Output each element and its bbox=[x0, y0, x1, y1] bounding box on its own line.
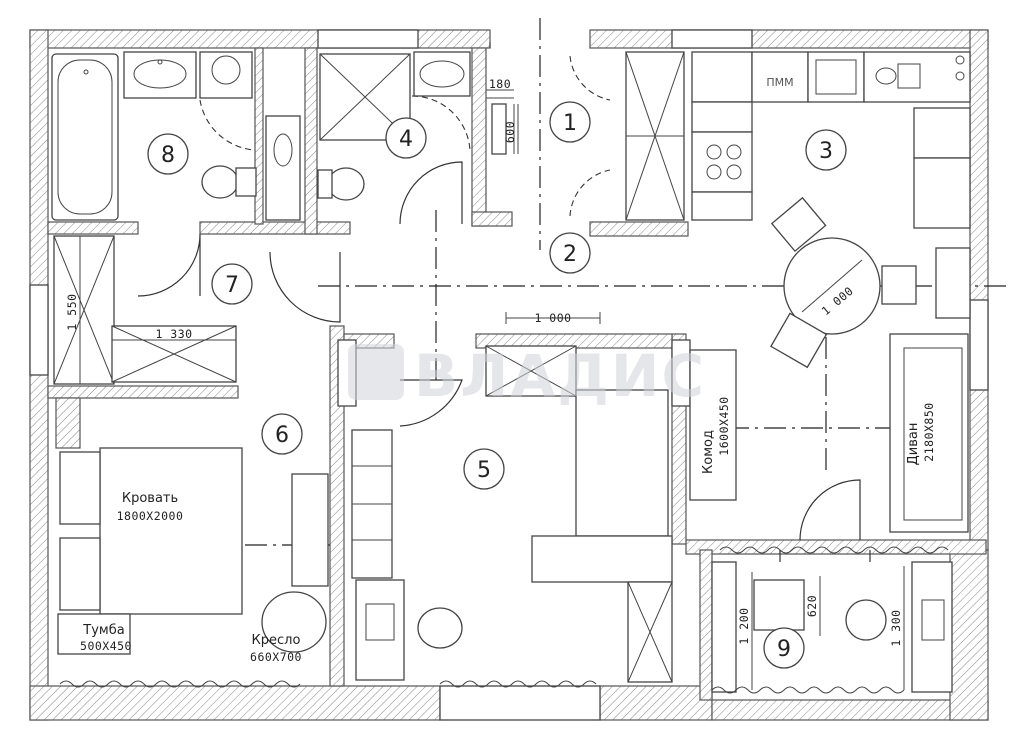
furniture-labels: Кровать 1800X2000 Тумба 500X450 Кресло 6… bbox=[80, 76, 936, 664]
room-number-5: 5 bbox=[477, 458, 491, 483]
walls bbox=[29, 29, 989, 721]
dim-1330: 1 330 bbox=[155, 327, 192, 341]
dim-180: 180 bbox=[489, 77, 511, 91]
sofa-size-label: 2180X850 bbox=[922, 402, 936, 461]
dim-1300: 1 300 bbox=[889, 609, 903, 646]
room-number-2: 2 bbox=[563, 242, 577, 267]
living-room bbox=[351, 333, 969, 683]
room-number-1: 1 bbox=[563, 111, 577, 136]
room-number-9: 9 bbox=[777, 637, 791, 662]
sofa-label: Диван bbox=[906, 423, 921, 466]
nightstand-label: Тумба bbox=[82, 623, 124, 638]
dim-620: 620 bbox=[805, 595, 819, 617]
kitchen bbox=[691, 51, 971, 369]
dresser-label: Комод bbox=[701, 430, 716, 474]
dim-1550: 1 550 bbox=[65, 293, 79, 330]
room-number-4: 4 bbox=[399, 127, 413, 152]
bed-size-label: 1800X2000 bbox=[117, 509, 184, 523]
balcony-office bbox=[753, 550, 945, 641]
hall bbox=[486, 40, 685, 221]
room-number-7: 7 bbox=[225, 273, 239, 298]
curtains bbox=[59, 546, 949, 694]
nightstand-size-label: 500X450 bbox=[80, 639, 132, 653]
room-number-8: 8 bbox=[161, 143, 175, 168]
dimension-lines bbox=[79, 89, 905, 690]
dim-1200: 1 200 bbox=[737, 607, 751, 644]
armchair-size-label: 660X700 bbox=[250, 650, 302, 664]
dim-1000-tv: 1 000 bbox=[534, 311, 571, 325]
dim-600: 600 bbox=[503, 121, 517, 143]
bedroom bbox=[53, 233, 341, 655]
watermark: ВЛАДИС bbox=[348, 342, 706, 410]
bed-label: Кровать bbox=[122, 491, 178, 506]
room-numbers: 1 2 3 4 5 6 7 8 9 bbox=[147, 101, 847, 669]
room-number-6: 6 bbox=[275, 423, 289, 448]
watermark-text: ВЛАДИС bbox=[414, 342, 706, 410]
room-number-3: 3 bbox=[819, 139, 833, 164]
dresser-size-label: 1600X450 bbox=[717, 396, 731, 455]
dishwasher-label: ПММ bbox=[766, 76, 793, 89]
bathroom bbox=[51, 51, 301, 221]
armchair-label: Кресло bbox=[252, 633, 301, 648]
